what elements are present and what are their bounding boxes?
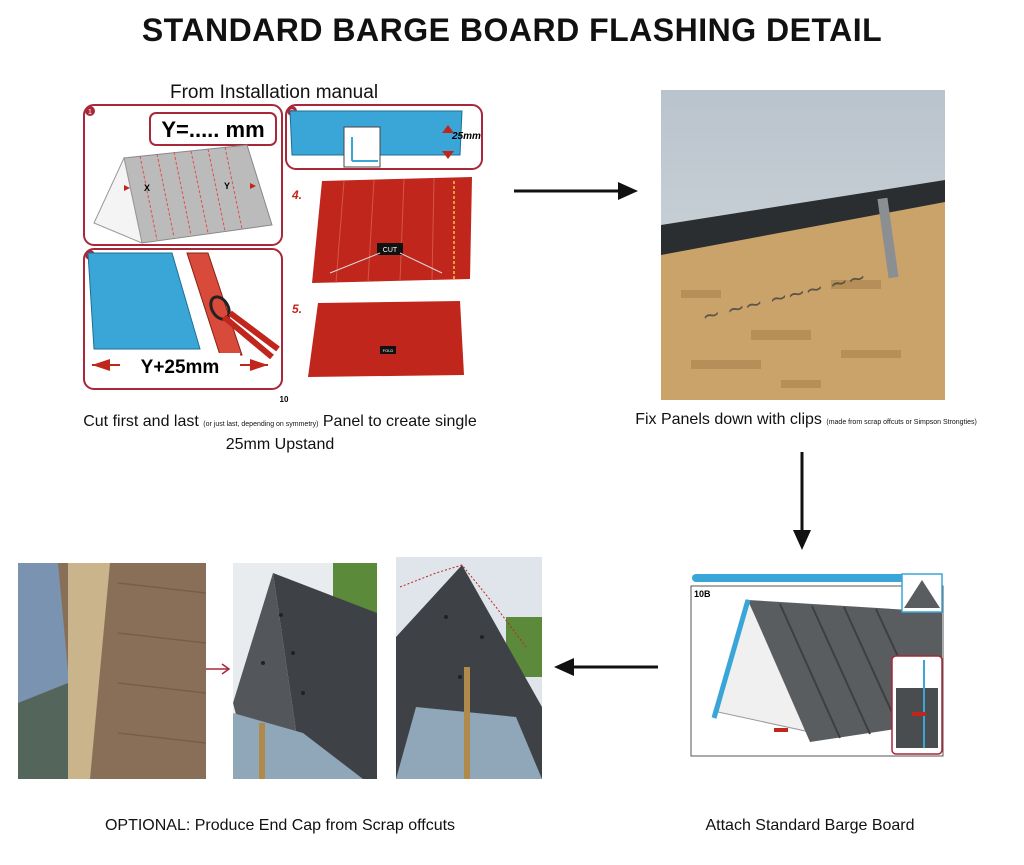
cut-label: CUT bbox=[383, 247, 398, 254]
caption-optional: OPTIONAL: Produce End Cap from Scrap off… bbox=[104, 817, 456, 834]
step-1-badge bbox=[85, 106, 95, 116]
caption-cut-line2: 25mm Upstand bbox=[225, 436, 335, 453]
caption-cut: Cut first and last (or just last, depend… bbox=[40, 412, 520, 455]
photo-end-cap-angle bbox=[396, 557, 542, 779]
arrow-left bbox=[554, 658, 658, 676]
fold-label: FOLD bbox=[383, 348, 394, 353]
manual-heading: From Installation manual bbox=[170, 82, 379, 103]
barge-step-label: 10B bbox=[694, 589, 711, 599]
page-title: STANDARD BARGE BOARD FLASHING DETAIL bbox=[141, 12, 883, 48]
roof-panel-grey bbox=[123, 144, 273, 244]
y-label-box bbox=[149, 112, 277, 146]
caption-cut-small: (or just last, depending on symmetry) bbox=[203, 421, 319, 428]
measure-label: 25mm bbox=[451, 131, 481, 142]
caption-attach: Attach Standard Barge Board bbox=[705, 817, 915, 834]
red-panel-step-5 bbox=[308, 301, 464, 377]
photo-clips-fixed: ~ ~~ ~~~ ~~ bbox=[661, 90, 945, 400]
width-label: Y+25mm bbox=[141, 357, 220, 378]
marker-x-left bbox=[124, 185, 130, 191]
barge-board-diagram: 10B bbox=[690, 573, 944, 757]
barge-board-blue bbox=[711, 599, 751, 719]
installation-manual-diagram: 1 Y=..... mm X Y 2 Y+25mm 3 25mm 4. C bbox=[83, 104, 483, 403]
blue-panel bbox=[87, 252, 201, 350]
y-mark: Y bbox=[224, 181, 230, 191]
cut-badge bbox=[377, 243, 403, 255]
small-arrow-right bbox=[206, 663, 231, 675]
arrow-right bbox=[514, 182, 638, 200]
photo-end-cap-front bbox=[233, 563, 377, 779]
clip-strap bbox=[877, 197, 899, 279]
caption-fix-main: Fix Panels down with clips bbox=[635, 411, 827, 428]
step-1-number: 1 bbox=[88, 109, 92, 116]
gable-end bbox=[93, 156, 143, 244]
red-strip bbox=[186, 252, 243, 356]
caption-cut-main: Cut first and last bbox=[83, 413, 204, 430]
x-mark: X bbox=[144, 183, 150, 193]
caption-fix-small: (made from scrap offcuts or Simpson Stro… bbox=[826, 419, 977, 426]
photo-roof-underside bbox=[18, 563, 206, 779]
page-number: 10 bbox=[280, 395, 289, 403]
y-label: Y=..... mm bbox=[161, 117, 264, 142]
barge-bar bbox=[692, 574, 942, 582]
caption-fix: Fix Panels down with clips (made from sc… bbox=[596, 410, 1016, 433]
step-5-label: 5. bbox=[292, 302, 302, 316]
marker-y-right bbox=[250, 183, 256, 189]
arrow-down bbox=[793, 452, 811, 550]
red-panel-step-4 bbox=[312, 177, 472, 283]
step-4-label: 4. bbox=[291, 188, 302, 202]
caption-cut-rest: Panel to create single bbox=[318, 413, 477, 430]
shears-icon bbox=[209, 295, 280, 360]
